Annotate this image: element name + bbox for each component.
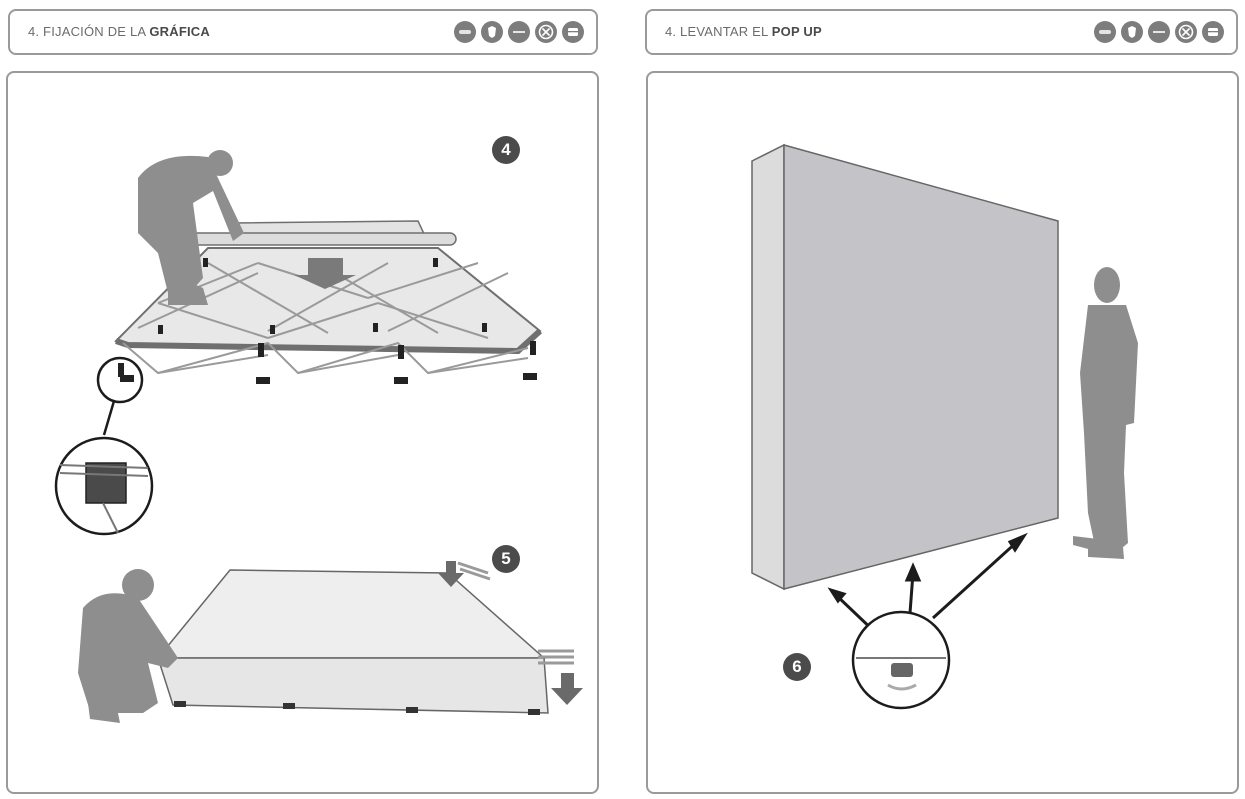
left-header-title: 4. FIJACIÓN DE LA GRÁFICA (28, 24, 210, 39)
step-5-badge: 5 (492, 545, 520, 573)
left-header-prefix: 4. FIJACIÓN DE LA (28, 24, 150, 39)
right-header-bold: POP UP (771, 24, 822, 39)
step4-frame (114, 220, 543, 384)
right-header-prefix: 4. LEVANTAR EL (665, 24, 772, 39)
sticker-icon (1094, 21, 1116, 43)
right-panel: 6 (646, 71, 1239, 794)
label-icon (508, 21, 530, 43)
person-bending-figure (138, 150, 244, 305)
right-header-title: 4. LEVANTAR EL POP UP (665, 24, 822, 39)
box-icon (1202, 21, 1224, 43)
right-header-icons (1094, 21, 1224, 43)
left-panel: 4 5 (6, 71, 599, 794)
step5-covered-frame (156, 561, 583, 715)
cross-circle-icon (535, 21, 557, 43)
person-crouching-figure (78, 569, 178, 723)
wall-foot-detail-callout (851, 610, 951, 710)
box-icon (562, 21, 584, 43)
foot-detail-callout (54, 356, 154, 536)
cross-circle-icon (1175, 21, 1197, 43)
sticker-icon (454, 21, 476, 43)
person-standing-figure (1073, 267, 1138, 559)
right-header: 4. LEVANTAR EL POP UP (645, 9, 1238, 55)
left-header: 4. FIJACIÓN DE LA GRÁFICA (8, 9, 598, 55)
step-6-badge: 6 (783, 653, 811, 681)
left-header-bold: GRÁFICA (149, 24, 210, 39)
step-4-badge: 4 (492, 136, 520, 164)
left-header-icons (454, 21, 584, 43)
shield-icon (481, 21, 503, 43)
popup-wall-illustration (751, 143, 1138, 710)
frame-assembly-illustration (54, 150, 583, 723)
label-icon (1148, 21, 1170, 43)
shield-icon (1121, 21, 1143, 43)
